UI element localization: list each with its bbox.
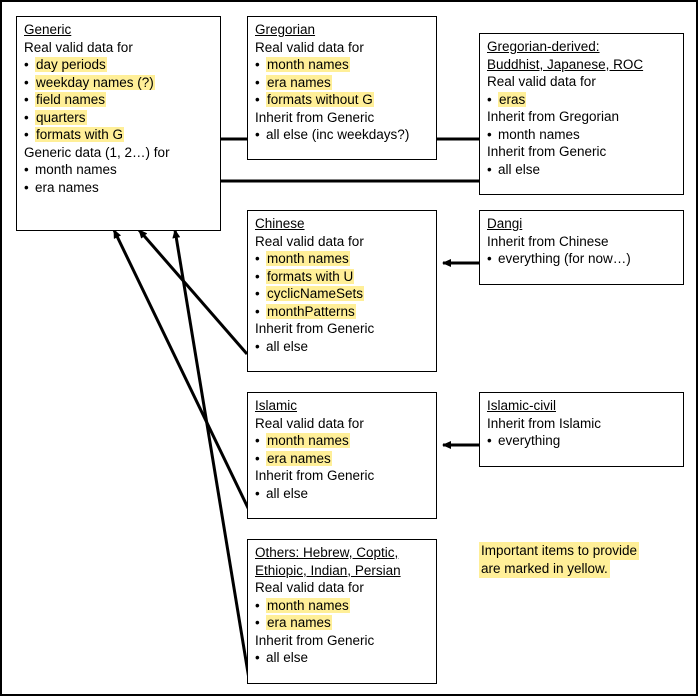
box-generic-title: Generic bbox=[24, 22, 72, 37]
box-gregorian-line-4: Inherit from Generic bbox=[255, 109, 375, 125]
box-chinese-line-5: Inherit from Generic bbox=[255, 321, 375, 336]
box-islamic-civil[interactable]: Islamic-civil Inherit from Islamic every… bbox=[479, 392, 684, 467]
box-generic-line-1: day periods bbox=[24, 56, 214, 74]
box-others[interactable]: Others: Hebrew, Coptic, Ethiopic, Indian… bbox=[247, 539, 437, 684]
box-gregorian-derived-line-0: Real valid data for bbox=[487, 74, 596, 89]
box-generic[interactable]: Generic Real valid data for day periods … bbox=[16, 16, 221, 231]
box-others-line-0: Real valid data for bbox=[255, 580, 364, 595]
box-islamic-civil-line-1: everything bbox=[487, 432, 677, 450]
box-gregorian-line-1: month names bbox=[255, 56, 430, 74]
box-chinese-line-1: month names bbox=[255, 250, 430, 268]
box-gregorian-line-0: Real valid data for bbox=[255, 39, 364, 55]
box-chinese-line-6: all else bbox=[255, 338, 430, 356]
box-others-line-3: Inherit from Generic bbox=[255, 632, 375, 648]
box-chinese-line-2: formats with U bbox=[255, 268, 430, 286]
box-gregorian[interactable]: Gregorian Real valid data for month name… bbox=[247, 16, 437, 160]
box-generic-line-7: month names bbox=[24, 161, 214, 179]
box-others-line-2: era names bbox=[255, 614, 430, 632]
box-islamic-line-4: all else bbox=[255, 485, 430, 503]
box-others-title: Others: Hebrew, Coptic, bbox=[255, 545, 399, 560]
box-islamic[interactable]: Islamic Real valid data for month names … bbox=[247, 392, 437, 519]
box-islamic-civil-title: Islamic-civil bbox=[487, 398, 556, 413]
box-others-title2: Ethiopic, Indian, Persian bbox=[255, 562, 401, 578]
box-gregorian-derived-line-5: all else bbox=[487, 161, 677, 179]
arrow-chinese-to-generic bbox=[137, 229, 249, 355]
box-chinese-line-0: Real valid data for bbox=[255, 233, 364, 249]
box-gregorian-line-3: formats without G bbox=[255, 91, 430, 109]
box-islamic-title: Islamic bbox=[255, 398, 298, 413]
box-others-line-4: all else bbox=[255, 649, 430, 667]
box-chinese-line-4: monthPatterns bbox=[255, 303, 430, 321]
box-generic-line-0: Real valid data for bbox=[24, 39, 133, 55]
box-dangi-title: Dangi bbox=[487, 216, 523, 231]
box-islamic-line-1: month names bbox=[255, 432, 430, 450]
box-others-line-1: month names bbox=[255, 597, 430, 615]
legend-line-2: are marked in yellow. bbox=[479, 560, 610, 578]
box-gregorian-derived-title2: Buddhist, Japanese, ROC bbox=[487, 56, 644, 72]
box-dangi[interactable]: Dangi Inherit from Chinese everything (f… bbox=[479, 210, 684, 285]
box-generic-line-5: formats with G bbox=[24, 126, 214, 144]
box-gregorian-title: Gregorian bbox=[255, 22, 316, 37]
box-chinese-line-3: cyclicNameSets bbox=[255, 285, 430, 303]
box-generic-line-6: Generic data (1, 2…) for bbox=[24, 144, 170, 160]
box-generic-line-8: era names bbox=[24, 179, 214, 197]
box-gregorian-line-5: all else (inc weekdays?) bbox=[255, 126, 430, 144]
box-islamic-civil-line-0: Inherit from Islamic bbox=[487, 415, 602, 431]
box-dangi-line-1: everything (for now…) bbox=[487, 250, 677, 268]
box-gregorian-derived-line-2: Inherit from Gregorian bbox=[487, 109, 620, 124]
arrow-others-to-generic bbox=[172, 229, 251, 680]
box-generic-line-4: quarters bbox=[24, 109, 214, 127]
arrow-islamic-to-generic bbox=[112, 229, 251, 511]
box-gregorian-derived-title: Gregorian-derived: bbox=[487, 39, 600, 54]
box-chinese[interactable]: Chinese Real valid data for month names … bbox=[247, 210, 437, 372]
box-gregorian-derived-line-3: month names bbox=[487, 126, 677, 144]
box-generic-line-2: weekday names (?) bbox=[24, 74, 214, 92]
box-gregorian-line-2: era names bbox=[255, 74, 430, 92]
box-islamic-line-3: Inherit from Generic bbox=[255, 468, 375, 483]
box-gregorian-derived-line-1: eras bbox=[487, 91, 677, 109]
box-gregorian-derived-line-4: Inherit from Generic bbox=[487, 144, 607, 159]
box-islamic-line-2: era names bbox=[255, 450, 430, 468]
box-islamic-line-0: Real valid data for bbox=[255, 415, 364, 431]
box-dangi-line-0: Inherit from Chinese bbox=[487, 233, 609, 249]
box-gregorian-derived[interactable]: Gregorian-derived: Buddhist, Japanese, R… bbox=[479, 33, 684, 195]
box-chinese-title: Chinese bbox=[255, 216, 305, 231]
legend-line-1: Important items to provide bbox=[479, 542, 640, 560]
legend-note: Important items to provide are marked in… bbox=[479, 542, 689, 578]
box-generic-line-3: field names bbox=[24, 91, 214, 109]
